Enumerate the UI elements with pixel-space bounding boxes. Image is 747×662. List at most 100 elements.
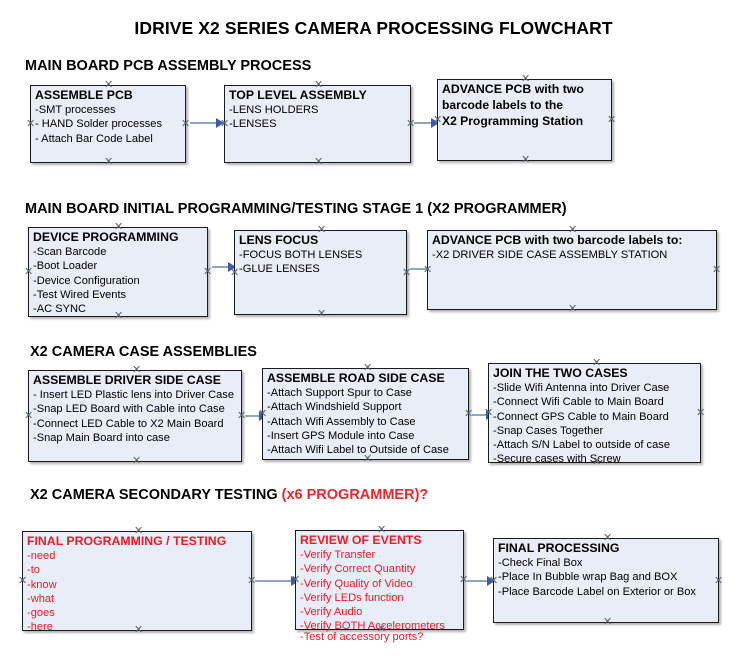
node-line: -Check Final Box	[498, 557, 583, 569]
node-line: -to	[27, 564, 40, 577]
node-line: -Snap Cases Together	[493, 424, 604, 437]
section-heading-3: X2 CAMERA CASE ASSEMBLIES	[30, 344, 257, 360]
node-line: -Verify Correct Quantity	[300, 563, 416, 576]
page-title: IDRIVE X2 SERIES CAMERA PROCESSING FLOWC…	[134, 18, 613, 38]
arrow-connector	[212, 261, 236, 273]
node-head: ASSEMBLE PCB	[35, 88, 133, 102]
node-line: -Attach Windshield Support	[267, 401, 402, 414]
connector-handle-left[interactable]: ✕	[24, 266, 34, 278]
node-line: -Device Configuration	[33, 274, 140, 287]
connector-handle-bottom[interactable]: ✕	[568, 303, 578, 315]
node-line: -Insert GPS Module into Case	[267, 429, 415, 442]
connector-handle-left[interactable]: ✕	[18, 575, 28, 587]
node-lens-focus[interactable]: LENS FOCUS -FOCUS BOTH LENSES -GLUE LENS…	[230, 225, 411, 320]
arrow-connector	[190, 117, 225, 129]
node-line: -Snap LED Board with Cable into Case	[33, 403, 225, 416]
node-advance-pcb-programming-station[interactable]: ADVANCE PCB with two barcode labels to t…	[433, 74, 616, 166]
node-line: -LENSES	[229, 118, 277, 131]
node-line: -SMT processes	[35, 104, 116, 116]
section-heading-3-text: X2 CAMERA CASE ASSEMBLIES	[30, 344, 257, 360]
node-line: -FOCUS BOTH LENSES	[239, 249, 363, 261]
node-line: - Attach Bar Code Label	[35, 132, 153, 145]
connector-handle-right[interactable]: ✕	[607, 114, 617, 126]
node-head: DEVICE PROGRAMMING	[33, 230, 179, 244]
section-heading-1: MAIN BOARD PCB ASSEMBLY PROCESS	[25, 58, 311, 74]
node-assemble-road-side-case[interactable]: ASSEMBLE ROAD SIDE CASE -Attach Support …	[258, 363, 473, 465]
node-line: barcode labels to the	[442, 98, 563, 112]
node-review-of-events[interactable]: REVIEW OF EVENTS -Verify Transfer -Verif…	[291, 525, 468, 644]
node-line: -Connect LED Cable to X2 Main Board	[33, 417, 224, 430]
node-final-programming-testing[interactable]: FINAL PROGRAMMING / TESTING -need -to -k…	[18, 526, 256, 636]
node-head: ASSEMBLE ROAD SIDE CASE	[267, 371, 445, 385]
section-heading-4: X2 CAMERA SECONDARY TESTING (x6 PROGRAMM…	[30, 487, 428, 503]
node-head: FINAL PROCESSING	[498, 541, 620, 555]
connector-handle-bottom[interactable]: ✕	[521, 154, 531, 166]
node-line: -here	[27, 621, 53, 634]
node-line: -Verify LEDs function	[300, 591, 404, 604]
node-head: ASSEMBLE DRIVER SIDE CASE	[33, 373, 221, 387]
connector-handle-bottom[interactable]: ✕	[104, 156, 114, 168]
node-line: -Verify Transfer	[300, 549, 376, 561]
node-line: - Insert LED Plastic lens into Driver Ca…	[33, 389, 234, 401]
section-heading-4-accent: (x6 PROGRAMMER)?	[281, 487, 429, 503]
section-heading-1-text: MAIN BOARD PCB ASSEMBLY PROCESS	[25, 58, 312, 74]
connector-handle-bottom[interactable]: ✕	[603, 616, 613, 628]
node-final-processing[interactable]: FINAL PROCESSING -Check Final Box -Place…	[489, 533, 723, 628]
node-line: -Boot Loader	[33, 260, 98, 273]
section-heading-2-text: MAIN BOARD INITIAL PROGRAMMING/TESTING S…	[25, 201, 567, 217]
node-line: -Connect GPS Cable to Main Board	[493, 410, 669, 423]
connector-handle-right[interactable]: ✕	[714, 575, 724, 587]
node-top-level-assembly[interactable]: TOP LEVEL ASSEMBLY -LENS HOLDERS -LENSES…	[220, 80, 415, 168]
node-line: -X2 DRIVER SIDE CASE ASSEMBLY STATION	[432, 249, 668, 261]
node-head: LENS FOCUS	[239, 233, 319, 247]
node-line: -Snap Main Board into case	[33, 431, 170, 444]
node-head: TOP LEVEL ASSEMBLY	[229, 88, 367, 102]
arrow-connector	[467, 575, 495, 587]
node-line: -Place Barcode Label on Exterior or Box	[498, 585, 696, 598]
connector-handle-left[interactable]: ✕	[24, 410, 34, 422]
node-line: -need	[27, 550, 56, 562]
node-line: -know	[27, 578, 57, 591]
arrow-connector	[414, 117, 439, 129]
node-line: -Test Wired Events	[33, 288, 127, 301]
node-overflow-line: -Test of accessory ports?	[300, 631, 424, 643]
node-line: -Place In Bubble wrap Bag and BOX	[498, 571, 678, 584]
connector-handle-bottom[interactable]: ✕	[314, 156, 324, 168]
arrow-connector	[255, 575, 299, 587]
node-assemble-pcb[interactable]: ASSEMBLE PCB -SMT processes - HAND Solde…	[26, 80, 190, 168]
node-head: JOIN THE TWO CASES	[493, 366, 628, 380]
node-line: -Connect Wifi Cable to Main Board	[493, 396, 664, 409]
node-line: -LENS HOLDERS	[229, 104, 319, 116]
node-head: ADVANCE PCB with two	[442, 82, 584, 96]
node-head: REVIEW OF EVENTS	[300, 533, 422, 547]
node-line: -Verify BOTH Accelerometers	[300, 620, 445, 633]
connector-handle-right[interactable]: ✕	[712, 264, 722, 276]
connector-handle-left[interactable]: ✕	[26, 118, 36, 130]
node-line: -AC SYNC	[33, 303, 87, 315]
node-join-the-two-cases[interactable]: JOIN THE TWO CASES -Slide Wifi Antenna i…	[484, 358, 705, 468]
node-line: -Attach Wifi Label to Outside of Case	[267, 444, 449, 456]
connector-handle-right[interactable]: ✕	[203, 266, 213, 278]
node-line: -goes	[27, 607, 55, 619]
node-advance-pcb-driver-side-station[interactable]: ADVANCE PCB with two barcode labels to: …	[423, 225, 721, 315]
node-head: ADVANCE PCB with two barcode labels to:	[432, 233, 683, 247]
node-line: -Attach S/N Label to outside of case	[493, 439, 670, 451]
node-line: -GLUE LENSES	[239, 263, 320, 276]
node-line: X2 Programming Station	[442, 114, 584, 129]
connector-handle-bottom[interactable]: ✕	[317, 308, 327, 320]
node-line: -Scan Barcode	[33, 246, 107, 258]
section-heading-4-text: X2 CAMERA SECONDARY TESTING	[30, 487, 282, 503]
node-line: -Verify Audio	[300, 606, 363, 618]
node-line: - HAND Solder processes	[35, 118, 163, 131]
section-heading-2: MAIN BOARD INITIAL PROGRAMMING/TESTING S…	[25, 201, 567, 217]
connector-handle-right[interactable]: ✕	[181, 118, 191, 130]
connector-handle-right[interactable]: ✕	[696, 407, 706, 419]
node-line: -Secure cases with Screw	[493, 453, 621, 466]
node-line: -Verify Quality of Video	[300, 577, 413, 590]
node-assemble-driver-side-case[interactable]: ASSEMBLE DRIVER SIDE CASE - Insert LED P…	[24, 365, 246, 467]
connector-handle-bottom[interactable]: ✕	[132, 455, 142, 467]
node-line: -Slide Wifi Antenna into Driver Case	[493, 382, 670, 394]
node-line: -what	[27, 592, 55, 605]
node-device-programming[interactable]: DEVICE PROGRAMMING -Scan Barcode -Boot L…	[24, 222, 212, 322]
